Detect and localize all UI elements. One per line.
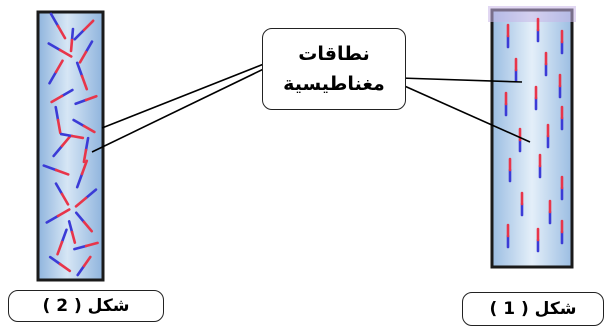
random-domain-north-half [58, 262, 72, 273]
callout-line-1: نطاقات [298, 43, 370, 65]
random-domain-north-half [56, 240, 64, 256]
figure-1-bar-outline [490, 8, 574, 269]
random-domain-north-half [56, 24, 67, 40]
random-domain [52, 134, 72, 158]
random-domain-south-half [84, 40, 94, 54]
random-domain-south-half [84, 136, 90, 152]
random-domain-south-half [75, 61, 84, 78]
random-domain-south-half [60, 228, 68, 244]
leader-line-left-upper [101, 59, 275, 129]
random-domain-south-half [74, 211, 86, 224]
random-domain-north-half [54, 59, 64, 74]
callout-line-2: مغناطيسية [283, 73, 385, 95]
random-domain [48, 59, 64, 85]
random-domain-north-half [82, 220, 94, 233]
random-domain-north-half [82, 148, 88, 164]
figure-1-domains [504, 17, 564, 253]
random-domain-south-half [73, 244, 88, 251]
random-domain [54, 105, 62, 135]
random-domain-south-half [74, 98, 88, 106]
random-domain [69, 27, 75, 53]
random-domain-north-half [69, 38, 74, 53]
random-domain-north-half [54, 168, 70, 176]
random-domain [50, 88, 74, 104]
random-domain [72, 118, 96, 134]
random-domain [47, 42, 73, 58]
random-domain-south-half [49, 12, 60, 28]
random-domain-south-half [75, 172, 84, 189]
random-domain-north-half [84, 94, 98, 102]
callout-leader-lines [91, 59, 531, 153]
random-domain-north-half [74, 196, 88, 208]
random-domain [67, 220, 77, 244]
random-domain-north-half [70, 230, 77, 244]
figure-2-bar-outline [36, 10, 105, 282]
random-domain [76, 255, 92, 277]
random-domain-north-half [70, 134, 85, 140]
random-domain-south-half [47, 42, 62, 52]
figure-2-bar [36, 10, 105, 282]
random-domain-north-half [58, 48, 73, 58]
random-domain-south-half [54, 105, 60, 122]
random-domain-south-half [52, 144, 64, 158]
random-domain [75, 61, 89, 91]
random-domain-south-half [70, 27, 75, 42]
random-domain [74, 188, 98, 208]
random-domain [56, 228, 68, 256]
random-domain [75, 159, 89, 189]
random-domain-south-half [84, 188, 98, 200]
random-domain [73, 241, 99, 251]
random-domain [78, 40, 94, 64]
random-domain [54, 182, 70, 206]
figure-1-bar [488, 6, 576, 269]
random-domain [82, 136, 90, 164]
random-domain-south-half [67, 220, 74, 234]
random-domain-north-half [60, 192, 70, 206]
figure-1-caption: شكل ( 1 ) [462, 292, 604, 326]
random-domain-north-half [80, 159, 89, 176]
random-domain-north-half [60, 134, 72, 148]
random-domain-south-half [48, 255, 62, 266]
random-domain-north-half [50, 94, 64, 104]
random-domain [49, 12, 67, 40]
random-domain-north-half [56, 118, 62, 135]
random-domain-north-half [82, 255, 92, 268]
random-domain [74, 211, 94, 233]
random-domain-north-half [80, 74, 89, 91]
leader-line-right-upper [399, 77, 523, 83]
random-domain [74, 94, 98, 106]
random-domain-south-half [54, 182, 64, 196]
random-domain-north-half [78, 50, 88, 64]
figure-1-bar-top-smudge [488, 6, 576, 22]
random-domain-south-half [59, 132, 74, 138]
random-domain [59, 132, 85, 140]
random-domain-north-half [82, 124, 96, 134]
random-domain-north-half [56, 208, 71, 218]
random-domain-south-half [60, 88, 74, 98]
random-domain-south-half [48, 70, 58, 85]
figure-2-domains [42, 12, 99, 277]
random-domain-south-half [45, 214, 60, 224]
magnetic-domains-callout: نطاقات مغناطيسية [262, 28, 406, 110]
random-domain [73, 19, 95, 41]
random-domain [48, 255, 72, 273]
random-domain-north-half [82, 19, 95, 32]
random-domain [42, 164, 70, 176]
figure-2-caption: شكل ( 2 ) [8, 290, 164, 322]
random-domain-south-half [76, 264, 86, 277]
random-domain [45, 208, 71, 224]
random-domain-south-half [42, 164, 58, 172]
random-domain-south-half [72, 118, 86, 128]
random-domain-south-half [73, 28, 86, 41]
leader-line-right-lower [399, 83, 531, 143]
leader-line-left-lower [91, 63, 275, 153]
random-domain-north-half [84, 241, 99, 248]
